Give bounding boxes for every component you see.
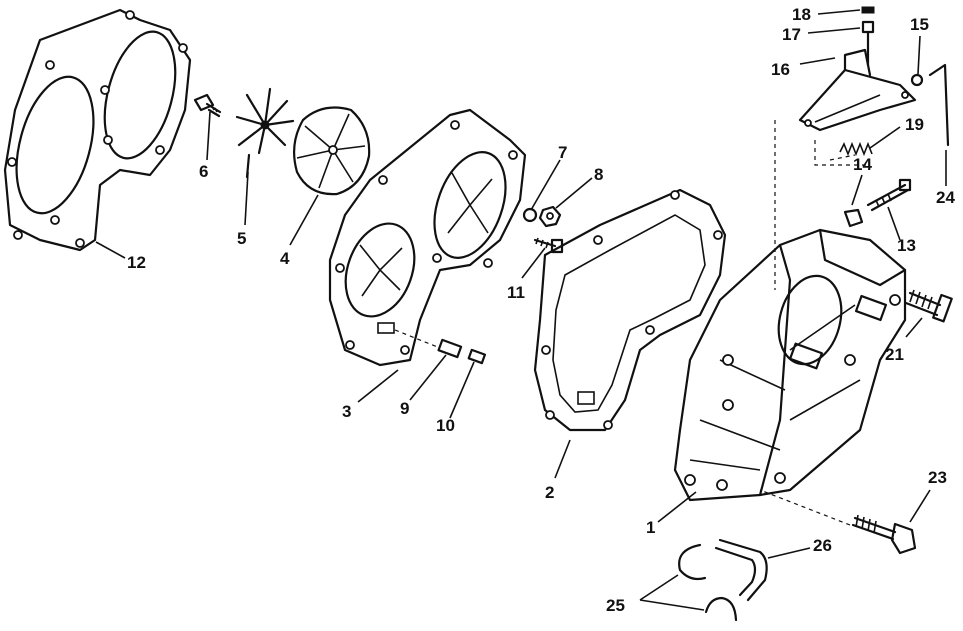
part-25-hose-clamp (678, 543, 738, 622)
part-18-clip (861, 6, 875, 14)
callout-3: 3 (342, 402, 351, 421)
part-11-screw (533, 237, 564, 254)
callout-2: 2 (545, 483, 554, 502)
part-2-gasket (533, 188, 727, 432)
callout-4: 4 (280, 249, 290, 268)
callout-24: 24 (936, 188, 955, 207)
callout-5: 5 (237, 229, 246, 248)
part-7-lockwasher (522, 207, 538, 223)
callout-labels: 1 2 3 4 5 6 7 8 9 10 11 12 13 14 15 16 1… (127, 5, 955, 615)
part-10-valve-seat (467, 348, 487, 365)
part-19-spring (839, 141, 873, 157)
callout-13: 13 (897, 236, 916, 255)
callout-19: 19 (905, 115, 924, 134)
callout-14: 14 (853, 155, 872, 174)
part-26-hose (714, 538, 768, 602)
part-23-bolt (851, 514, 917, 555)
alignment-lines (759, 120, 870, 526)
callout-16: 16 (771, 60, 790, 79)
callout-17: 17 (782, 25, 801, 44)
part-13-pin (866, 178, 912, 212)
callout-12: 12 (127, 253, 146, 272)
callout-8: 8 (594, 165, 603, 184)
callout-15: 15 (910, 15, 929, 34)
leader-lines (95, 9, 947, 611)
callout-21: 21 (885, 345, 904, 364)
part-6-screw (193, 93, 222, 118)
part-1-pump-body (673, 228, 907, 502)
callout-9: 9 (400, 399, 409, 418)
callout-6: 6 (199, 162, 208, 181)
callout-26: 26 (813, 536, 832, 555)
part-16-lever (798, 48, 917, 132)
callout-11: 11 (507, 283, 525, 302)
callout-18: 18 (792, 5, 811, 24)
callout-10: 10 (436, 416, 455, 435)
part-12-head-gasket (3, 8, 192, 252)
callout-25: 25 (606, 596, 625, 615)
part-9-check-valve (394, 329, 463, 359)
callout-23: 23 (928, 468, 947, 487)
part-17-plunger (861, 20, 875, 67)
part-5-impeller-vane (235, 87, 295, 179)
callout-1: 1 (646, 518, 655, 537)
part-14-bushing (843, 208, 864, 228)
part-21-plug (904, 289, 953, 323)
part-8-nut (538, 205, 562, 228)
part-4-impeller (292, 106, 371, 196)
part-3-pump-cover (328, 108, 527, 367)
part-24-link-rod (928, 63, 950, 147)
callout-7: 7 (558, 143, 567, 162)
part-15-nut (910, 73, 924, 87)
